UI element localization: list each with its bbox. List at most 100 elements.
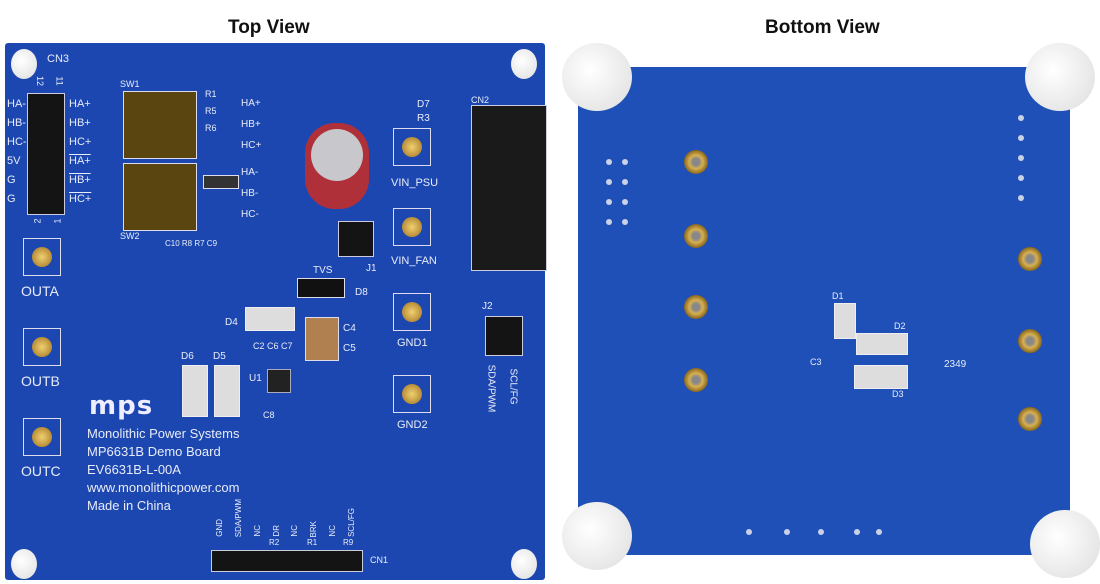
terminal-post: [684, 150, 708, 174]
d6-label: D6: [181, 351, 194, 362]
tvs-label: TVS: [313, 265, 333, 276]
standoff: [1030, 510, 1100, 578]
c5-label: C5: [343, 343, 356, 354]
cn3-label: CN3: [47, 53, 70, 65]
standoff: [11, 49, 37, 79]
r2-label: R2: [269, 538, 280, 547]
d6-diode: [182, 365, 208, 417]
hall-labels: HA+HB+HC+ HA-HB-HC-: [241, 98, 262, 220]
small-caps-label: C10 R8 R7 C9: [165, 239, 218, 248]
cn3-right-labels: HA+HB+HC+HA+HB+HC+: [69, 98, 92, 205]
gnd2-terminal[interactable]: [393, 375, 431, 413]
d2-label: D2: [894, 321, 906, 331]
mps-logo: mps: [89, 391, 154, 421]
outa-label: OUTA: [21, 283, 59, 299]
sw2-label: SW2: [120, 231, 140, 241]
small-components: [203, 175, 239, 189]
vin-fan-label: VIN_FAN: [391, 255, 437, 267]
terminal-post: [1018, 407, 1042, 431]
d1-label: D1: [832, 291, 844, 301]
sw1-label: SW1: [120, 79, 140, 89]
cn1-pin-label: NC: [327, 525, 337, 537]
u1-chip: [267, 369, 291, 393]
top-view-title: Top View: [228, 17, 310, 38]
r9-label: R9: [343, 538, 354, 547]
cn1-pin-label: NC: [290, 525, 300, 537]
u1-label: U1: [249, 373, 262, 384]
vin-psu-terminal[interactable]: [393, 128, 431, 166]
dip-switch-sw2[interactable]: [123, 163, 197, 231]
sda-pwm-label: SDA/PWM: [485, 364, 497, 413]
standoff: [11, 549, 37, 579]
gnd2-label: GND2: [397, 419, 428, 431]
d8-label: D8: [355, 287, 368, 298]
standoff: [562, 502, 632, 570]
r1-label: R1: [307, 538, 318, 547]
pin-number: 11: [54, 76, 65, 86]
bottom-board: D1 D2 C3 D3 2349: [578, 67, 1070, 555]
board-code: 2349: [944, 359, 967, 370]
pin-number: 2: [32, 218, 43, 224]
cn1-pin-label: SCL/FG: [346, 508, 356, 537]
j2-jumper[interactable]: [485, 316, 523, 356]
terminal-post: [684, 295, 708, 319]
capacitors-c4-c5: [305, 317, 339, 361]
vin-psu-label: VIN_PSU: [391, 177, 439, 189]
gnd1-terminal[interactable]: [393, 293, 431, 331]
standoff: [1025, 43, 1095, 111]
c2-c6-c7-label: C2 C6 C7: [253, 341, 293, 351]
standoff: [511, 49, 537, 79]
outc-terminal[interactable]: [23, 418, 61, 456]
terminal-post: [684, 224, 708, 248]
d5-diode: [214, 365, 240, 417]
cn3-header[interactable]: [27, 93, 65, 215]
j1-label: J1: [366, 263, 377, 274]
outc-label: OUTC: [21, 463, 61, 479]
cn1-pin-label: NC: [252, 525, 262, 537]
cn2-connector[interactable]: [471, 105, 547, 271]
vin-fan-terminal[interactable]: [393, 208, 431, 246]
j1-jumper[interactable]: [338, 221, 374, 257]
standoff: [511, 549, 537, 579]
tvs-diode: [297, 278, 345, 298]
cn1-header[interactable]: [211, 550, 363, 572]
j2-label: J2: [482, 301, 493, 312]
c8-label: C8: [263, 410, 275, 420]
d3-diode: [854, 365, 908, 389]
pin-number: 1: [52, 218, 63, 224]
pin-number: 12: [35, 75, 46, 87]
cn1-pin-label: BRK: [309, 520, 319, 537]
d3-label: D3: [892, 389, 904, 399]
terminal-post: [1018, 247, 1042, 271]
terminal-post: [684, 368, 708, 392]
outb-label: OUTB: [21, 373, 60, 389]
d2-diode: [856, 333, 908, 355]
d4-label: D4: [225, 317, 238, 328]
cn1-pin-label: DR: [271, 525, 281, 537]
gnd1-label: GND1: [397, 337, 428, 349]
terminal-post: [1018, 329, 1042, 353]
c4-label: C4: [343, 323, 356, 334]
electrolytic-capacitor: [305, 123, 369, 209]
d4-diode: [245, 307, 295, 331]
dip-switch-sw1[interactable]: [123, 91, 197, 159]
cn1-pin-label: SDA/PWM: [234, 498, 244, 537]
d7-label: D7: [417, 99, 430, 110]
bottom-view-title: Bottom View: [765, 17, 880, 38]
cn1-label: CN1: [370, 555, 389, 565]
standoff: [562, 43, 632, 111]
cn1-pin-labels: GND SDA/PWM NC DR NC BRK NC SCL/FG: [211, 499, 361, 537]
scl-fg-label: SCL/FG: [507, 368, 519, 405]
outb-terminal[interactable]: [23, 328, 61, 366]
d5-label: D5: [213, 351, 226, 362]
r3-label: R3: [417, 113, 430, 124]
cn2-label: CN2: [471, 95, 490, 105]
c3-label: C3: [810, 357, 822, 367]
outa-terminal[interactable]: [23, 238, 61, 276]
cn1-pin-label: GND: [215, 519, 225, 537]
d1-diode: [834, 303, 856, 339]
